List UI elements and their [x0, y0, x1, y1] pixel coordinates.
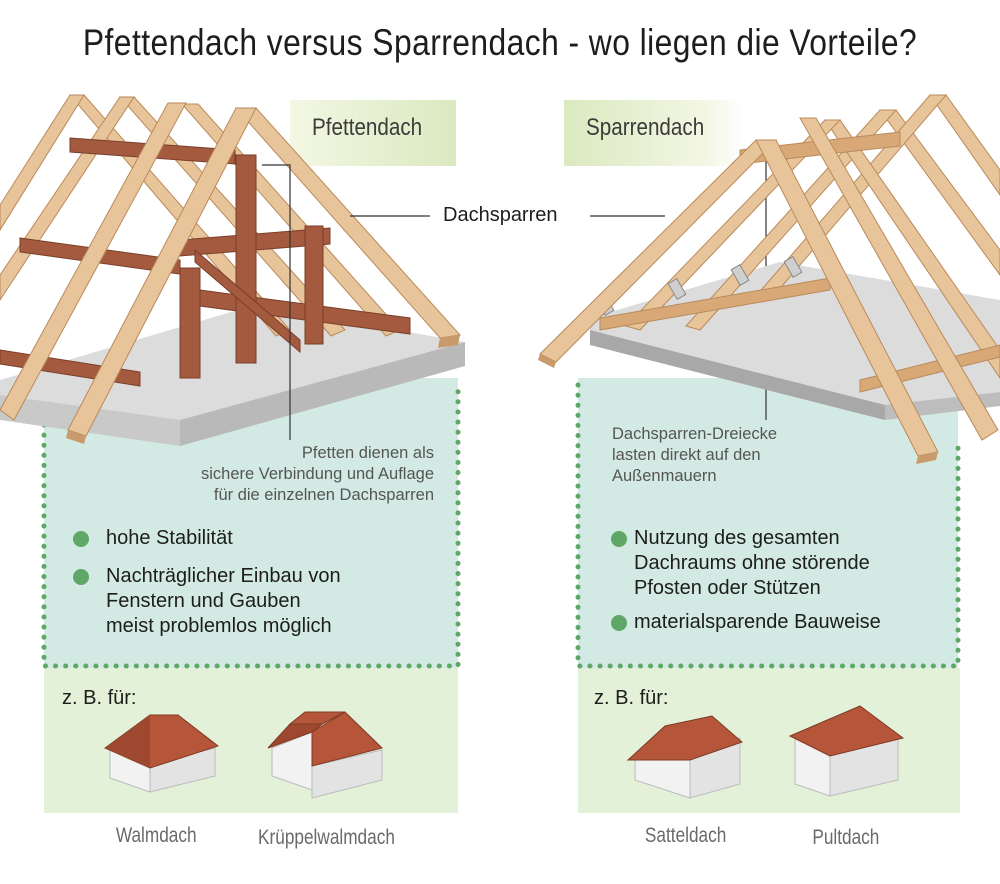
- pultdach-label: Pultdach: [812, 826, 880, 849]
- dreiecke-note: Dachsparren-Dreiecke lasten direkt auf d…: [612, 425, 778, 485]
- sparrendach-heading: Sparrendach: [564, 100, 744, 166]
- bullet-dot: [73, 531, 89, 547]
- walmdach-icon: [104, 714, 220, 793]
- bullet-nutzung-dachraum: Nutzung des gesamten Dachraums ohne stör…: [634, 527, 870, 599]
- pfettendach-heading: Pfettendach: [290, 100, 456, 166]
- page-title: Pfettendach versus Sparrendach - wo lieg…: [82, 22, 918, 63]
- pultdach-icon: [788, 705, 905, 797]
- kruppelwalmdach-label: Krüppelwalmdach: [257, 826, 395, 849]
- pfettendach-examples-box: [44, 668, 458, 813]
- bullet-dot: [611, 531, 627, 547]
- bullet-dot: [73, 569, 89, 585]
- dachsparren-callout: Dachsparren: [443, 204, 558, 226]
- satteldach-label: Satteldach: [645, 824, 727, 847]
- dotted-border-left: [41, 385, 461, 669]
- right-examples-label: z. B. für:: [594, 687, 669, 709]
- kruppelwalmdach-icon: [267, 711, 383, 799]
- sparrendach-illustration: [538, 94, 1000, 464]
- sparrendach-info-box: [578, 378, 958, 668]
- pfettendach-illustration: [0, 94, 465, 446]
- left-examples-label: z. B. für:: [62, 687, 137, 709]
- pfetten-note: Pfetten dienen als sichere Verbindung un…: [200, 444, 434, 504]
- bullet-hohe-stabilitaet: hohe Stabilität: [106, 527, 233, 549]
- satteldach-icon: [626, 715, 743, 799]
- walmdach-label: Walmdach: [115, 824, 197, 847]
- bullet-materialsparend: materialsparende Bauweise: [634, 611, 881, 633]
- dotted-border-right: [575, 382, 961, 669]
- bullet-dot: [611, 615, 627, 631]
- bullet-nachtraeglicher-einbau: Nachträglicher Einbau von Fenstern und G…: [106, 565, 341, 637]
